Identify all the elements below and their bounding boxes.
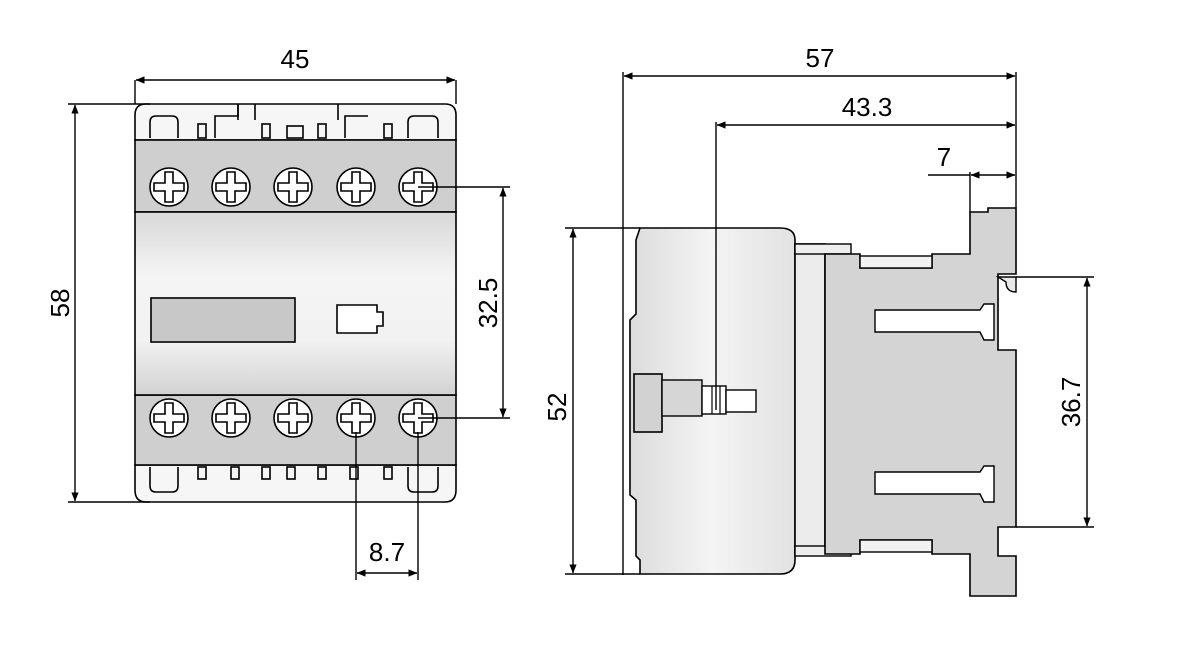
dim-label-side-depth-partial: 43.3 [842,92,893,122]
dim-label-side-height: 52 [542,393,572,422]
side-top-bracket [859,255,933,269]
front-bottom-cap-details [149,466,439,493]
dim-label-side-depth-total: 57 [806,43,835,73]
front-view: 45 58 32.5 8.7 [45,44,510,580]
screw-icon [211,167,251,207]
screw-icon [336,398,376,438]
screw-icon [336,167,376,207]
screw-icon [149,167,189,207]
front-label-window [150,297,296,343]
dim-label-front-width: 45 [281,44,310,74]
dim-label-front-height: 58 [45,289,75,318]
screw-icon [273,398,313,438]
side-view: 57 43.3 7 52 36.7 [542,43,1094,597]
side-contact-upper [874,303,995,341]
screw-icon [273,167,313,207]
front-top-cap-details [149,104,439,139]
side-dimension-lines [565,72,1094,575]
dim-label-terminal-pitch: 32.5 [473,278,503,329]
dim-label-side-rail-offset: 7 [937,142,951,172]
dim-label-rail-height: 36.7 [1056,377,1086,428]
side-bottom-bracket [859,539,933,553]
front-bottom-cap [134,464,457,503]
dim-label-terminal-spacing: 8.7 [369,537,405,567]
side-middle-section [794,243,826,555]
front-indicator [336,304,384,334]
screw-icon [149,398,189,438]
front-bottom-screws [149,398,438,438]
side-plunger [633,373,757,433]
side-contact-lower [874,465,995,503]
side-rail-clip [995,276,1017,293]
front-dimension-lines [68,76,510,580]
screw-icon [211,398,251,438]
side-top-tab [794,243,852,255]
